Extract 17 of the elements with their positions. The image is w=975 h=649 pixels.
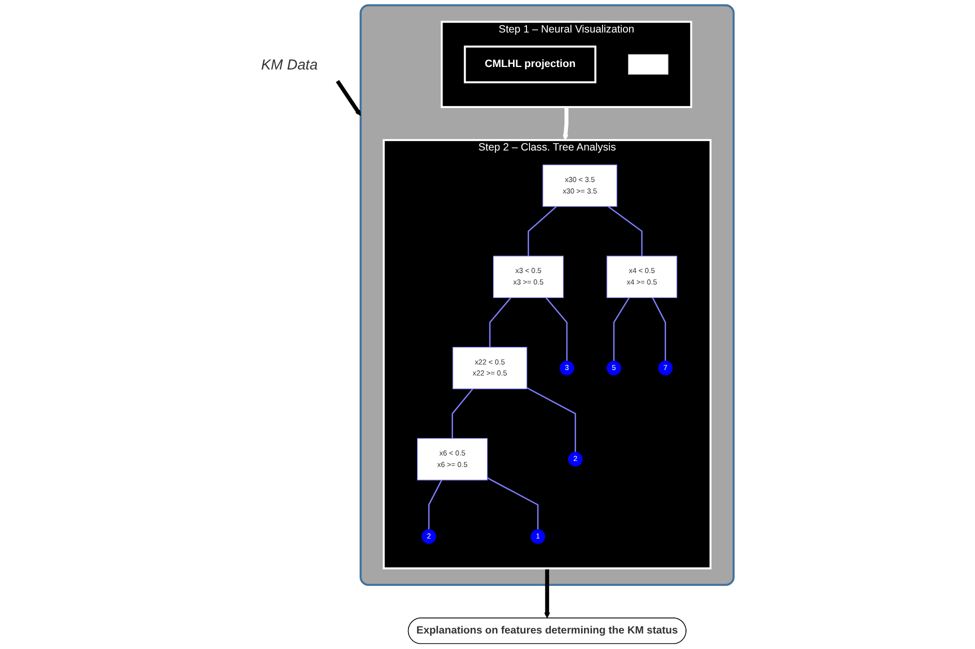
arrow bbox=[336, 80, 361, 116]
tree-branch-line bbox=[545, 297, 568, 362]
tree-branch-line bbox=[489, 297, 512, 348]
result-ellipse: Explanations on features determining the KM status bbox=[408, 618, 686, 644]
title-box: CMLHL projection bbox=[464, 46, 596, 84]
tree-branch-line bbox=[428, 480, 442, 530]
tree-branch-line bbox=[528, 206, 557, 256]
scatter-plot-picture bbox=[628, 54, 668, 75]
tree-branch-line bbox=[608, 206, 643, 256]
tree-branch-line bbox=[487, 477, 539, 530]
tree-branch-line bbox=[613, 297, 630, 362]
arrow bbox=[544, 568, 550, 618]
tree-branch-line bbox=[452, 388, 474, 438]
tree-branch-line bbox=[526, 387, 576, 452]
arrow bbox=[562, 107, 568, 140]
text-label: KM Data bbox=[261, 56, 318, 73]
tree-branch-line bbox=[652, 297, 666, 362]
